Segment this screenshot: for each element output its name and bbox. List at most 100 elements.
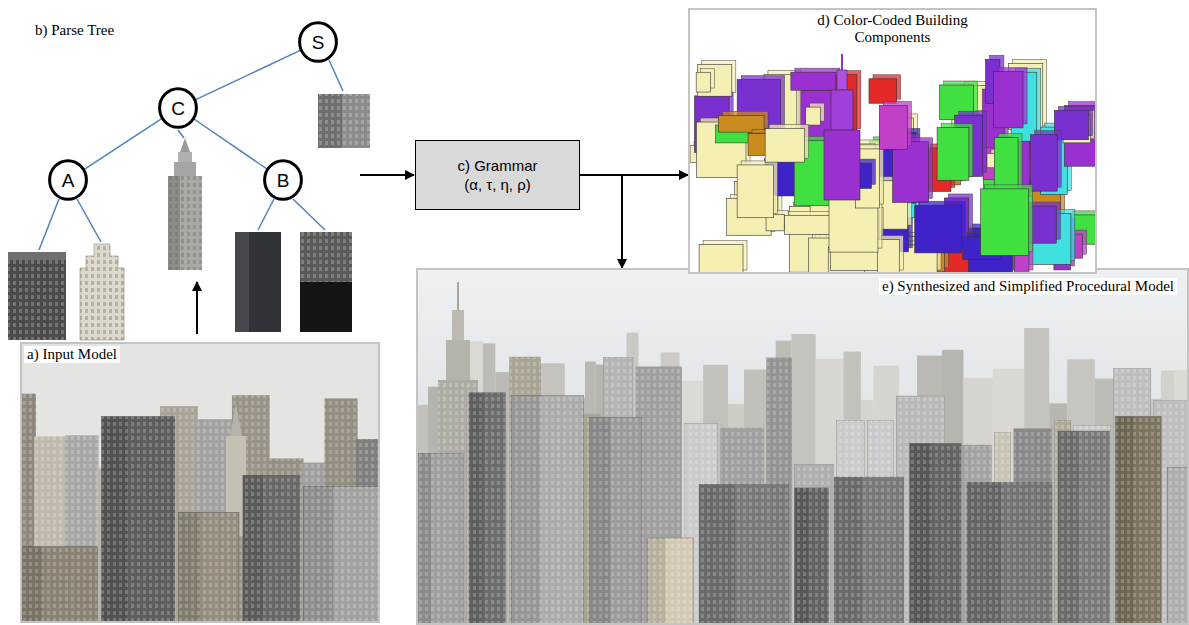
building-windows [8,260,66,340]
building-windows [80,244,124,340]
building-block [879,105,907,149]
building-block [893,142,929,203]
tower-block [446,340,470,380]
building-block [981,189,1029,256]
building-windows [179,512,239,623]
building-windows [418,453,463,625]
sky [418,270,1189,625]
input-panel: a) Input Model [20,342,380,623]
node-symbol: C [171,99,185,118]
building [469,393,505,625]
building-windows [967,482,1052,625]
building-thumbnail [80,244,124,340]
tree-link [195,50,301,100]
building-thumbnail [174,162,196,176]
building-windows [469,393,505,625]
building-thumbnail [300,282,352,332]
building-thumbnail [8,252,66,340]
building [795,488,829,625]
building-windows [699,484,789,625]
building-block [937,128,969,181]
building [179,512,239,623]
tower-block [831,90,853,130]
tree-link [293,199,325,230]
building-thumbnail [168,176,202,270]
tree-link [77,199,101,242]
building [304,486,380,623]
building-windows [647,538,693,625]
building [795,464,834,625]
building [1115,416,1161,625]
building-windows [1115,416,1161,625]
parameter-list: (α, τ, η, ρ) [464,175,530,195]
building-block [737,165,773,218]
parse-node: C [158,87,198,129]
building-block [765,129,804,163]
panel-illustration [418,270,1189,625]
flow-arrow [580,175,622,268]
building-windows [318,94,370,148]
building-thumbnail [300,232,352,332]
panel-illustration [690,10,1097,274]
up-arrow [196,282,198,334]
node-symbol: B [277,171,290,190]
building-block [699,245,743,274]
building [243,475,300,623]
building-spire [180,138,190,152]
tower-block [837,70,847,90]
building-windows [300,232,352,282]
building [1167,467,1189,625]
panel-label: b) Parse Tree [35,22,114,39]
building-block [696,72,710,92]
panel-label: a) Input Model [24,346,120,363]
building-windows [1167,467,1189,625]
building-thumbnail [318,94,370,148]
tree-link [329,60,343,91]
grammar-box: c) Grammar(α, τ, η, ρ) [415,140,580,210]
output-panel: e) Synthesized and Simplified Procedural… [416,268,1189,625]
building-thumbnail [235,232,249,332]
building-windows [243,475,300,623]
building [22,547,97,623]
building [699,484,789,625]
building-windows [590,417,642,625]
building [1058,431,1109,625]
circle-outline [50,161,87,200]
building-windows [795,464,834,625]
building-windows [795,488,829,625]
building [967,482,1052,625]
building-thumbnail [235,232,281,332]
building [647,538,693,625]
tree-link [194,119,268,170]
building-windows [22,547,97,623]
parse-node: S [298,21,338,63]
parse-node: B [263,159,303,201]
building-thumbnail [8,252,66,260]
tower-block [452,310,464,340]
building-block [993,72,1023,128]
building [101,416,174,623]
building-windows [834,477,903,625]
building-block [785,215,832,234]
building [910,443,961,625]
circle-outline [265,161,302,200]
circle-outline [300,23,337,62]
building [590,417,642,625]
building-block [915,205,962,253]
panel-label: d) Color-Coded Building Components [790,12,996,47]
building-windows [511,396,583,625]
panel-illustration [22,344,380,623]
building-windows [1058,431,1109,625]
tower-antenna [841,54,843,70]
building [418,453,463,625]
building-windows [101,416,174,623]
building-windows [304,486,380,623]
building-spire [230,404,242,436]
building-windows [168,176,202,270]
tree-link [178,130,184,138]
panel-label: e) Synthesized and Simplified Procedural… [879,278,1177,295]
components-panel: d) Color-Coded Building Components [688,8,1097,274]
node-symbol: A [62,171,75,190]
ground [690,10,1097,274]
tree-link [39,199,59,250]
